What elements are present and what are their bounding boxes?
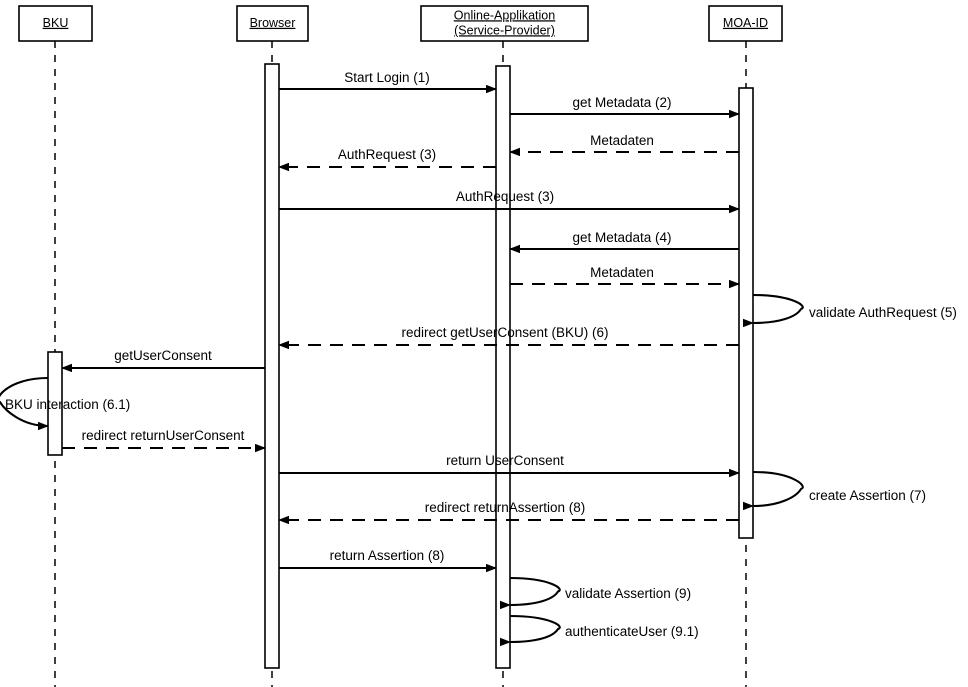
message-m3[interactable]: Metadaten [509,133,739,157]
message-m10[interactable]: redirect returnUserConsent [62,428,266,453]
self-message-label-s5: authenticateUser (9.1) [565,624,699,639]
message-m8[interactable]: redirect getUserConsent (BKU) (6) [278,325,739,350]
self-message-loop-s4 [499,576,561,610]
self-message-loop-s2 [0,376,49,431]
self-message-s1[interactable]: validate AuthRequest (5) [742,293,957,328]
lifeline-header-bku[interactable]: BKU [18,5,93,42]
message-label-m7: Metadaten [590,265,654,280]
message-label-m12: redirect returnAssertion (8) [425,500,586,515]
message-m7[interactable]: Metadaten [510,265,740,289]
messages-layer: Start Login (1) get Metadata (2) Metadaten… [61,70,740,573]
lifeline-header-browser[interactable]: Browser [236,5,309,42]
message-label-m10: redirect returnUserConsent [82,428,245,443]
message-m11[interactable]: return UserConsent [279,453,740,478]
self-message-loop-s1 [742,293,804,328]
activation-bar-bku[interactable] [47,351,63,456]
self-message-label-s1: validate AuthRequest (5) [809,305,957,320]
message-m9[interactable]: getUserConsent [61,348,265,373]
lifeline-label-moaid: MOA-ID [723,16,768,30]
self-message-label-s2: BKU interaction (6.1) [5,397,130,412]
message-label-m2: get Metadata (2) [572,95,671,110]
self-message-s3[interactable]: create Assertion (7) [742,470,926,511]
message-label-m11: return UserConsent [446,453,564,468]
message-label-m9: getUserConsent [114,348,212,363]
activation-bar-moaid[interactable] [738,87,754,539]
message-m1[interactable]: Start Login (1) [279,70,497,94]
message-label-m4: AuthRequest (3) [338,147,436,162]
self-messages-layer: validate AuthRequest (5) BKU interaction … [0,293,957,647]
lifeline-label-oa: (Service-Provider) [454,23,555,37]
message-label-m5: AuthRequest (3) [456,189,554,204]
message-label-m6: get Metadata (4) [572,230,671,245]
self-message-label-s3: create Assertion (7) [809,488,926,503]
message-label-m1: Start Login (1) [344,70,430,85]
message-label-m13: return Assertion (8) [330,548,445,563]
self-message-loop-s3 [742,470,804,511]
message-m12[interactable]: redirect returnAssertion (8) [278,500,739,525]
message-label-m3: Metadaten [590,133,654,148]
activations-layer [47,63,754,669]
lifeline-label-browser: Browser [250,16,296,30]
lifeline-label-oa: Online-Applikation [454,8,555,22]
activation-bar-oa[interactable] [495,65,511,669]
message-m13[interactable]: return Assertion (8) [279,548,497,573]
lifeline-label-bku: BKU [43,16,69,30]
self-message-loop-s5 [499,614,561,647]
message-m2[interactable]: get Metadata (2) [510,95,740,119]
self-message-s2[interactable]: BKU interaction (6.1) [0,376,130,431]
message-label-m8: redirect getUserConsent (BKU) (6) [401,325,608,340]
self-message-s4[interactable]: validate Assertion (9) [499,576,691,610]
message-m4[interactable]: AuthRequest (3) [278,147,496,172]
message-m6[interactable]: get Metadata (4) [509,230,739,254]
lifeline-header-oa[interactable]: Online-Applikation(Service-Provider) [420,5,589,42]
lifeline-header-moaid[interactable]: MOA-ID [708,5,783,42]
message-m5[interactable]: AuthRequest (3) [279,189,740,214]
self-message-label-s4: validate Assertion (9) [565,586,691,601]
self-message-s5[interactable]: authenticateUser (9.1) [499,614,699,647]
activation-bar-browser[interactable] [264,63,280,669]
